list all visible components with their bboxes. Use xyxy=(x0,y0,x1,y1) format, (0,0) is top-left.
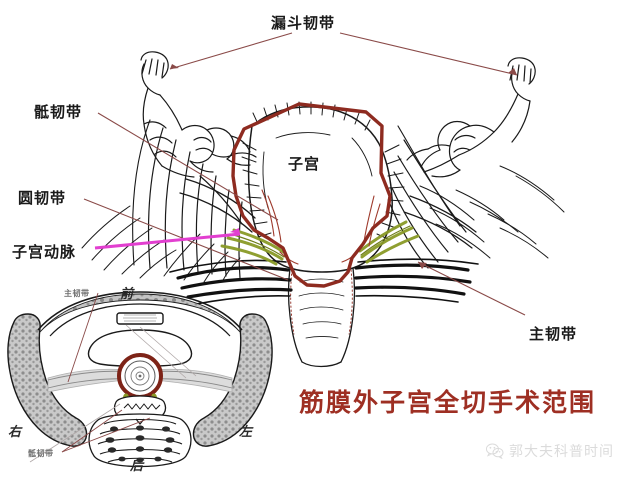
inset-label-anterior: 前 xyxy=(120,287,134,302)
pointer-uterine-artery xyxy=(94,228,241,250)
label-infundibulopelvic-ligament: 漏斗韧带 xyxy=(271,14,336,32)
label-cardinal-ligament: 主韧带 xyxy=(529,325,578,343)
wechat-icon xyxy=(486,443,504,459)
inset-label-cardinal-ligament: 主韧带 xyxy=(64,289,90,298)
pointer-lines xyxy=(83,32,526,316)
inset-label-uterosacral-ligament: 骶韧带 xyxy=(28,449,54,458)
inset-label-posterior: 后 xyxy=(130,459,144,474)
pelvis-inset-drawing xyxy=(7,291,273,468)
inset-pointer-cardinal xyxy=(67,292,99,383)
label-uterosacral-ligament: 骶韧带 xyxy=(34,103,83,121)
label-round-ligament: 圆韧带 xyxy=(18,189,67,207)
resection-outline xyxy=(231,102,392,288)
figure-title: 筋膜外子宫全切手术范围 xyxy=(299,388,597,417)
inset-pointer-uterosacral-left xyxy=(61,409,123,453)
pointer-cardinal xyxy=(417,261,526,316)
pointer-infundibulopelvic-right xyxy=(339,32,518,76)
inset-pointer-uterosacral-right xyxy=(61,417,151,453)
inset-label-right: 右 xyxy=(8,425,22,440)
watermark-text: 郭大夫科普时间 xyxy=(509,444,614,460)
pointer-uterosacral xyxy=(97,112,279,221)
watermark: 郭大夫科普时间 xyxy=(486,441,614,461)
pointer-infundibulopelvic-left xyxy=(169,32,293,70)
inset-label-left: 左 xyxy=(239,425,253,440)
label-uterus: 子宫 xyxy=(288,155,321,173)
label-uterine-artery: 子宫动脉 xyxy=(12,243,77,261)
